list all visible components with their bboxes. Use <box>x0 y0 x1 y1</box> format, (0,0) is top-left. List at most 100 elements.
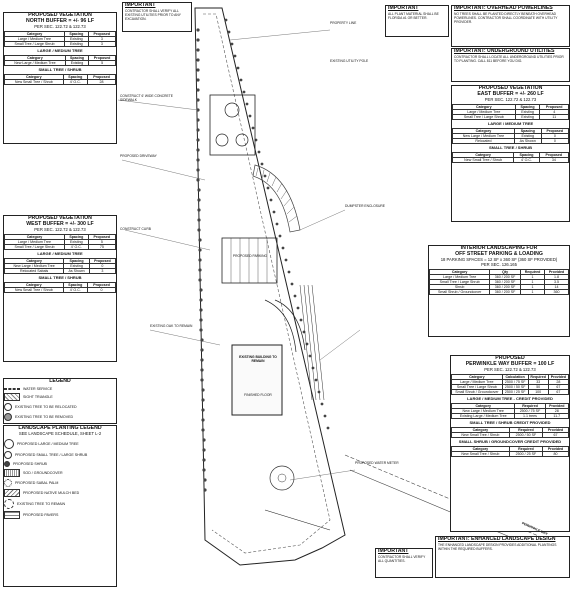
pavers-icon <box>4 510 20 519</box>
important-mid-body: ALL PLANT MATERIAL SHALL BE FLORIDA #1 O… <box>388 11 439 20</box>
west-buffer-section-3: SMALL TREE / SHRUB <box>38 275 82 281</box>
important-bottom-title: IMPORTANT <box>378 548 409 554</box>
legend-item: PROPOSED SHRUB <box>4 460 116 467</box>
table-header: Category <box>4 30 65 37</box>
north-buffer-table: PROPOSED VEGETATION NORTH BUFFER = +/- 9… <box>3 12 117 144</box>
periwinkle-title: PROPOSED <box>495 355 525 361</box>
south-label-1: EXISTING OAK TO REMAIN <box>150 324 193 328</box>
finished-floor-label: FINISHED FLOOR <box>244 393 272 397</box>
periwinkle-section-2: LARGE / MEDIUM TREE - CREDIT PROVIDED <box>467 396 553 402</box>
existing-tree-icon <box>4 498 14 509</box>
water-line-icon <box>4 388 20 391</box>
west-buffer-per-sec: PER SEC. 122.72 & 122.73 <box>34 226 86 232</box>
important-top-body: CONTRACTOR SHALL VERIFY ALL EXISTING UTI… <box>125 8 181 21</box>
legend-title: LEGEND <box>49 378 71 384</box>
important-mid-title: IMPORTANT <box>388 5 419 11</box>
east-buffer-subtitle: EAST BUFFER = +/- 260 LF <box>477 90 544 97</box>
landscape-legend-title: LANDSCAPE PLANTING LEGEND <box>18 425 102 431</box>
legend-item: PROPOSED NATIVE MULCH BED <box>4 488 116 497</box>
interior-subtitle: 18 PARKING SPACES = 12 SF x 360 SF (360 … <box>440 256 558 262</box>
periwinkle-subtitle: PERWINKLE WAY BUFFER = 100 LF <box>465 360 555 367</box>
west-buffer-section-2: LARGE / MEDIUM TREE <box>37 251 83 257</box>
important-note-bottom: IMPORTANT CONTRACTOR SHALL VERIFY ALL QU… <box>375 548 433 578</box>
east-buffer-section-3: SMALL TREE / SHRUB <box>488 145 533 151</box>
table-header: Proposed <box>87 30 116 37</box>
legend-item: PROPOSED PAVERS <box>4 510 116 519</box>
periwinkle-per-sec: PER SEC. 122.72 & 122.73 <box>484 366 536 372</box>
large-tree-icon <box>4 438 14 449</box>
small-tree-icon <box>4 450 12 459</box>
mid-label-2: DUMPSTER ENCLOSURE <box>345 204 385 208</box>
legend-box: LEGEND WATER SERVICE SIGHT TRIANGLE EXIS… <box>3 378 117 424</box>
important-underground-utilities: IMPORTANT: UNDERGROUND UTILITIES CONTRAC… <box>451 48 570 82</box>
interior-title-2: OFF STREET PARKING & LOADING <box>455 250 543 257</box>
important-top-title: IMPORTANT <box>125 2 156 8</box>
west-buffer-subtitle: WEST BUFFER = +/- 300 LF <box>26 220 94 227</box>
east-buffer-title: PROPOSED VEGETATION <box>478 85 543 91</box>
landscape-legend-subtitle: SEE LANDSCAPE SCHEDULE, SHEET L-2 <box>18 430 102 436</box>
legend-item: SIGHT TRIANGLE <box>4 393 116 402</box>
south-label-2: PROPOSED WATER METER <box>355 461 399 465</box>
west-buffer-table: PROPOSED VEGETATION WEST BUFFER = +/- 30… <box>3 215 117 362</box>
east-buffer-table: PROPOSED VEGETATION EAST BUFFER = +/- 26… <box>451 85 570 222</box>
important-overhead-powerlines: IMPORTANT: OVERHEAD POWERLINES NO TREES … <box>451 5 570 47</box>
mid-label-1: PROPOSED DRIVEWAY <box>120 154 157 158</box>
legend-item: PROPOSED SABAL PALM <box>4 478 116 487</box>
north-label-1: CONSTRUCT 6' WIDE CONCRETE SIDEWALK <box>120 94 173 102</box>
north-buffer-per-sec: PER SEC. 122.72 & 122.73 <box>34 23 86 29</box>
tree-circle-icon <box>4 403 12 412</box>
mulch-icon <box>4 488 20 497</box>
important-overhead-title: IMPORTANT: OVERHEAD POWERLINES <box>454 5 553 11</box>
important-overhead-body: NO TREES SHALL BE PLANTED DIRECTLY BENEA… <box>454 11 558 24</box>
north-label-3: EXISTING UTILITY POLE <box>330 59 369 63</box>
parking-label: PROPOSED PARKING <box>232 254 268 258</box>
north-label-2: PROPERTY LINE <box>330 21 357 25</box>
interior-title: INTERIOR LANDSCAPING FOR <box>460 245 538 251</box>
legend-item: EXISTING TREE TO REMAIN <box>4 498 116 509</box>
building-label: EXISTING BUILDING TO REMAIN <box>239 355 277 363</box>
legend-item: SOD / GROUNDCOVER <box>4 468 116 477</box>
important-underground-title: IMPORTANT: UNDERGROUND UTILITIES <box>454 48 555 54</box>
periwinkle-buffer-table: PROPOSED PERWINKLE WAY BUFFER = 100 LF P… <box>450 355 570 532</box>
north-buffer-section-3: SMALL TREE / SHRUB <box>38 66 82 72</box>
interior-landscaping-table: INTERIOR LANDSCAPING FOR OFF STREET PARK… <box>428 245 570 337</box>
mid-label-3: CONSTRUCT CURB <box>120 227 151 231</box>
north-buffer-title: PROPOSED VEGETATION <box>28 12 92 18</box>
important-enhanced-body: THE ENHANCED LANDSCAPE DESIGN PROVIDES A… <box>438 542 557 551</box>
landscape-legend-box: LANDSCAPE PLANTING LEGEND SEE LANDSCAPE … <box>3 425 117 587</box>
important-note-mid: IMPORTANT ALL PLANT MATERIAL SHALL BE FL… <box>385 5 449 37</box>
tree-x-icon <box>4 413 12 422</box>
